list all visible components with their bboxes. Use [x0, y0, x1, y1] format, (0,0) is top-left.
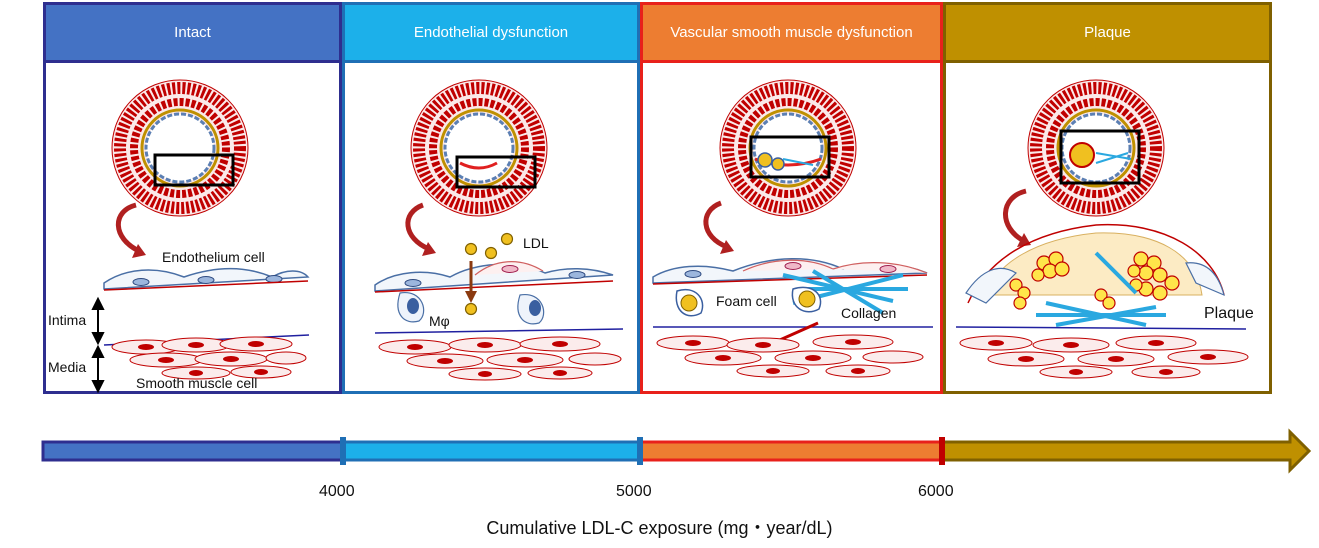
- timeline-segment-endothelial: [341, 440, 642, 462]
- endothelium-cell-label: Endothelium cell: [162, 249, 265, 265]
- tick-mark: [939, 437, 945, 465]
- tick-mark: [340, 437, 346, 465]
- media-label: Media: [48, 359, 87, 375]
- panel-header: Endothelial dysfunction: [345, 5, 637, 63]
- foam-cell-label: Foam cell: [716, 293, 777, 309]
- timeline-segment-plaque-arrow: [940, 428, 1312, 474]
- smooth-muscle-cell-label: Smooth muscle cell: [136, 375, 258, 391]
- smooth-muscle-layer: [111, 336, 307, 380]
- vsm-dysfunction-illustration: [652, 79, 933, 378]
- panel-plaque: Plaque: [943, 2, 1272, 394]
- panel-endothelial-dysfunction: Endothelial dysfunction: [342, 2, 640, 394]
- panel-header: Vascular smooth muscle dysfunction: [643, 5, 940, 63]
- panel-title: Intact: [174, 24, 211, 41]
- ldl-exposure-timeline: [41, 428, 1312, 474]
- panel-title: Endothelial dysfunction: [413, 24, 569, 41]
- panel-header: Intact: [46, 5, 339, 63]
- endothelium-layer: [374, 261, 614, 293]
- foam-cells-clusters: [1009, 251, 1180, 310]
- endothelial-dysfunction-illustration: [374, 79, 624, 381]
- artery-cross-section: [111, 79, 249, 217]
- artery-cross-section: [719, 79, 857, 217]
- foam-cells: [675, 286, 822, 317]
- axis-label: Cumulative LDL-C exposure (mg・year/dL): [486, 518, 833, 538]
- artery-cross-section: [1027, 79, 1165, 217]
- panel-header: Plaque: [946, 5, 1269, 63]
- timeline-segment-intact: [41, 440, 345, 462]
- panel-vascular-smooth-muscle-dysfunction: Vascular smooth muscle dysfunction: [640, 2, 943, 394]
- panel-intact: Intact: [43, 2, 342, 394]
- plaque-illustration: [955, 79, 1249, 379]
- smooth-muscle-layer: [378, 336, 622, 381]
- plaque-label: Plaque: [1204, 305, 1254, 322]
- tick-label-6000: 6000: [918, 483, 954, 500]
- tick-mark: [637, 437, 643, 465]
- layer-arrows: [91, 296, 105, 394]
- panel-title: Plaque: [1084, 24, 1131, 41]
- collagen-label: Collagen: [841, 305, 897, 321]
- artery-cross-section: [410, 79, 548, 217]
- tick-label-4000: 4000: [319, 483, 355, 500]
- intact-illustration: [91, 79, 310, 394]
- panel-title: Vascular smooth muscle dysfunction: [670, 24, 913, 41]
- plaque-body: [965, 223, 1225, 304]
- intima-label: Intima: [48, 312, 87, 328]
- endothelium-layer: [103, 268, 310, 291]
- collagen-fibers: [1036, 251, 1166, 327]
- ldl-label: LDL: [523, 235, 549, 251]
- endothelium-layer: [652, 258, 928, 285]
- timeline-segment-vsm: [638, 440, 944, 462]
- tick-label-5000: 5000: [616, 483, 652, 500]
- ldl-particles: [464, 232, 534, 316]
- macrophage-label: Mφ: [429, 313, 450, 329]
